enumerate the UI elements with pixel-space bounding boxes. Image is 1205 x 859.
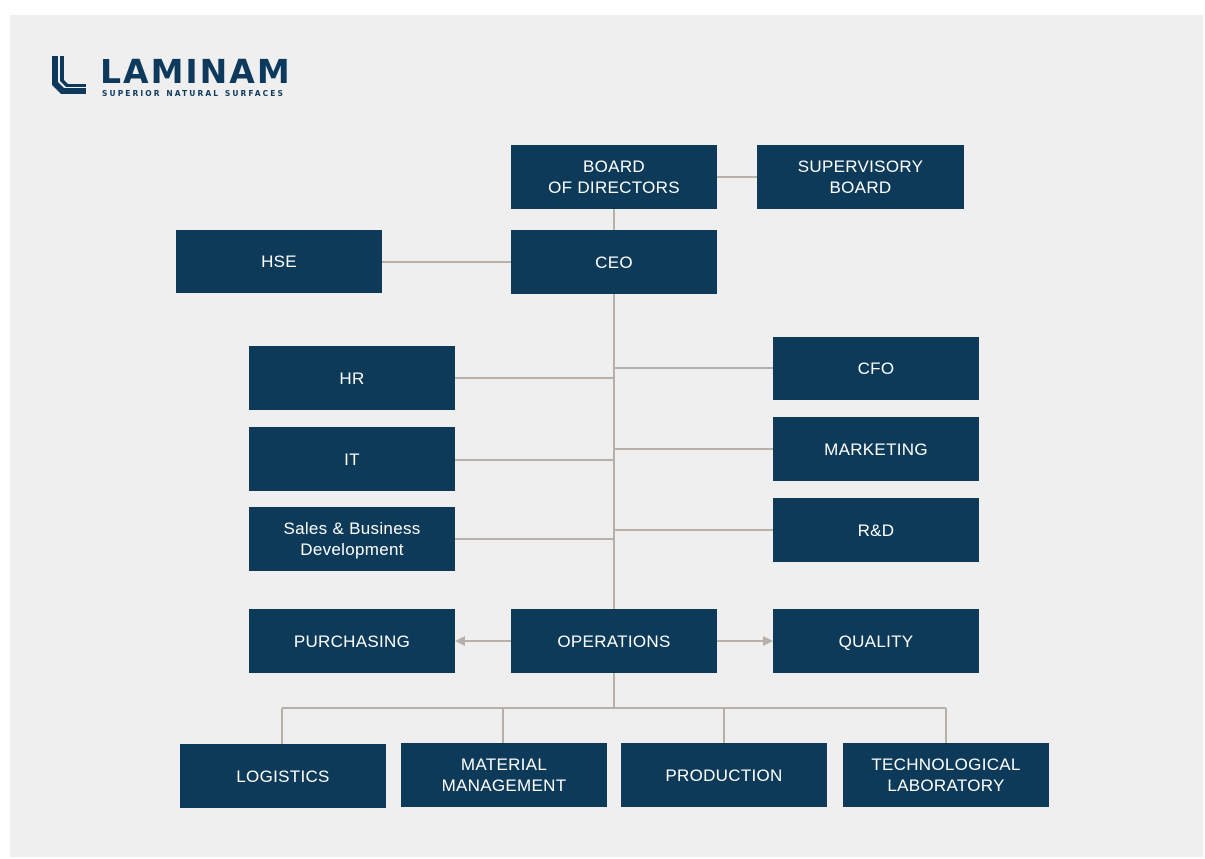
node-marketing: MARKETING [773, 417, 979, 481]
node-quality: QUALITY [773, 609, 979, 673]
node-hr: HR [249, 346, 455, 410]
node-sales-business-development: Sales & Business Development [249, 507, 455, 571]
node-material-management: MATERIAL MANAGEMENT [401, 743, 607, 807]
laminam-logo-mark-icon [52, 56, 86, 94]
node-operations: OPERATIONS [511, 609, 717, 673]
laminam-logo: LAMINAM SUPERIOR NATURAL SURFACES [50, 52, 340, 102]
node-board-of-directors: BOARD OF DIRECTORS [511, 145, 717, 209]
logo-wordmark: LAMINAM [100, 52, 292, 91]
node-it: IT [249, 427, 455, 491]
logo-tagline: SUPERIOR NATURAL SURFACES [102, 89, 285, 98]
node-purchasing: PURCHASING [249, 609, 455, 673]
node-rd: R&D [773, 498, 979, 562]
node-production: PRODUCTION [621, 743, 827, 807]
node-hse: HSE [176, 230, 382, 293]
node-supervisory-board: SUPERVISORY BOARD [757, 145, 964, 209]
node-technological-laboratory: TECHNOLOGICAL LABORATORY [843, 743, 1049, 807]
node-cfo: CFO [773, 337, 979, 400]
node-logistics: LOGISTICS [180, 744, 386, 808]
node-ceo: CEO [511, 230, 717, 294]
